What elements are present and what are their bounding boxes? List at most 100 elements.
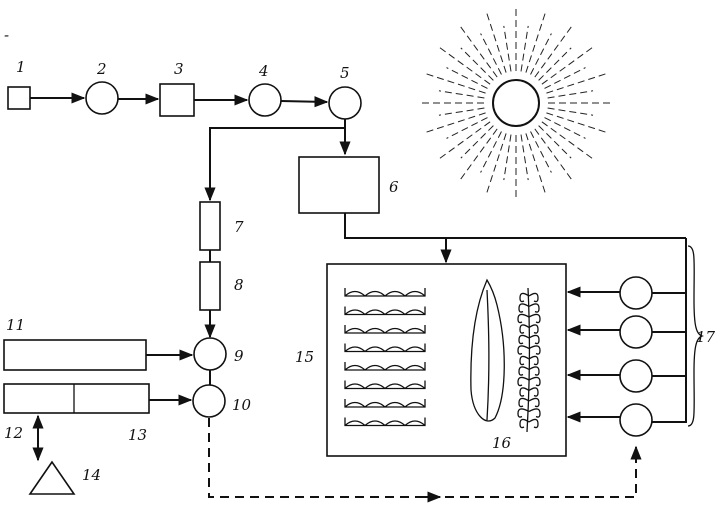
node-17d bbox=[619, 403, 653, 437]
sun-ray bbox=[459, 128, 498, 181]
shelf-tray bbox=[344, 399, 426, 408]
sun-ray bbox=[438, 107, 485, 116]
node-5 bbox=[328, 86, 362, 120]
fern-leaflet bbox=[517, 376, 530, 387]
label-14: 14 bbox=[82, 466, 101, 484]
fern-leaflet bbox=[528, 345, 541, 355]
block-1 bbox=[7, 86, 31, 110]
fern-leaflet bbox=[528, 313, 541, 324]
shelf-tray bbox=[344, 325, 426, 334]
label-3: 3 bbox=[174, 60, 184, 78]
sun-ray bbox=[547, 107, 594, 116]
shelf-tray bbox=[344, 417, 426, 427]
fern-leaflet bbox=[528, 324, 539, 334]
node-9 bbox=[193, 337, 227, 371]
label-7: 7 bbox=[234, 218, 244, 236]
fern-leaflet bbox=[519, 387, 530, 397]
label-16: 16 bbox=[492, 434, 512, 452]
sun-ray bbox=[547, 90, 594, 99]
shelf-tray bbox=[344, 343, 426, 353]
corner-mark: - bbox=[4, 26, 9, 44]
sun-ray bbox=[438, 46, 491, 85]
fern-leaflet bbox=[519, 355, 530, 366]
fern-leaflet bbox=[517, 408, 530, 418]
label-11: 11 bbox=[6, 316, 25, 334]
sun-ray bbox=[541, 121, 594, 160]
fern-leaflet bbox=[518, 366, 530, 376]
label-13: 13 bbox=[128, 426, 147, 444]
fern-leaflet bbox=[528, 387, 539, 397]
sun-ray bbox=[538, 47, 572, 81]
sun-ray bbox=[520, 25, 529, 72]
label-8: 8 bbox=[234, 276, 244, 294]
sun-ray bbox=[541, 46, 594, 85]
label-10: 10 bbox=[232, 396, 252, 414]
fern-leaflet bbox=[519, 292, 530, 303]
fern-leaflet bbox=[519, 418, 530, 429]
label-6: 6 bbox=[389, 178, 399, 196]
node-17b bbox=[619, 315, 653, 349]
node-17c bbox=[619, 359, 653, 393]
fern-leaflet bbox=[518, 397, 530, 408]
triangle-14 bbox=[28, 460, 76, 495]
sun-icon bbox=[421, 8, 611, 198]
label-17: 17 bbox=[696, 328, 715, 346]
label-12: 12 bbox=[4, 424, 23, 442]
block-8 bbox=[199, 261, 221, 311]
sun-ray bbox=[480, 131, 502, 173]
sun-ray bbox=[544, 117, 586, 139]
sun-ray bbox=[530, 131, 552, 173]
fern-leaflet bbox=[519, 324, 530, 334]
node-4 bbox=[248, 83, 282, 117]
shelf-tray bbox=[344, 380, 426, 390]
sun-ray bbox=[480, 33, 502, 75]
sun-ray bbox=[520, 134, 529, 181]
block-6 bbox=[298, 156, 380, 214]
fern-leaflet bbox=[528, 303, 540, 313]
label-1: 1 bbox=[16, 58, 26, 76]
leaf-plant bbox=[470, 278, 505, 422]
line-6-bus bbox=[344, 213, 686, 239]
leaf-vein bbox=[486, 289, 490, 421]
fern-leaflet bbox=[518, 334, 530, 345]
fern-leaflet bbox=[528, 355, 539, 366]
fern-leaflet bbox=[528, 292, 539, 303]
sun-ray bbox=[438, 90, 485, 99]
sun-ray bbox=[446, 117, 488, 139]
plant-shelves bbox=[344, 288, 426, 427]
block-15 bbox=[326, 263, 567, 457]
block-12-13 bbox=[3, 383, 150, 414]
label-4: 4 bbox=[258, 62, 269, 80]
shelf-tray bbox=[344, 362, 426, 371]
label-2: 2 bbox=[96, 60, 107, 78]
fern-leaflet bbox=[528, 366, 540, 376]
label-9: 9 bbox=[234, 347, 244, 365]
label-15: 15 bbox=[295, 348, 314, 366]
right-bus bbox=[652, 238, 687, 423]
fern-leaflet bbox=[517, 313, 530, 324]
fern-leaflet bbox=[518, 303, 530, 313]
arrow-5-7 bbox=[204, 119, 346, 202]
sun-ray bbox=[544, 67, 586, 89]
sun-ray bbox=[534, 25, 573, 78]
shelf-tray bbox=[344, 288, 426, 297]
fern-leaflet bbox=[528, 408, 541, 418]
fern-leaflet bbox=[517, 345, 530, 355]
arrow-4-5 bbox=[280, 96, 329, 108]
sun-ray bbox=[503, 134, 512, 181]
sun-ray bbox=[538, 125, 572, 159]
fern-leaflet bbox=[528, 397, 540, 408]
sun-ray bbox=[446, 67, 488, 89]
node-10 bbox=[192, 384, 226, 418]
sun-ray bbox=[460, 125, 494, 159]
node-2 bbox=[85, 81, 119, 115]
sun-ray bbox=[530, 33, 552, 75]
fern-leaflet bbox=[528, 376, 541, 387]
label-5: 5 bbox=[340, 64, 350, 82]
brace-17 bbox=[687, 245, 705, 427]
fern-plant bbox=[517, 287, 541, 433]
sun-ray bbox=[460, 47, 494, 81]
block-11 bbox=[3, 339, 147, 371]
